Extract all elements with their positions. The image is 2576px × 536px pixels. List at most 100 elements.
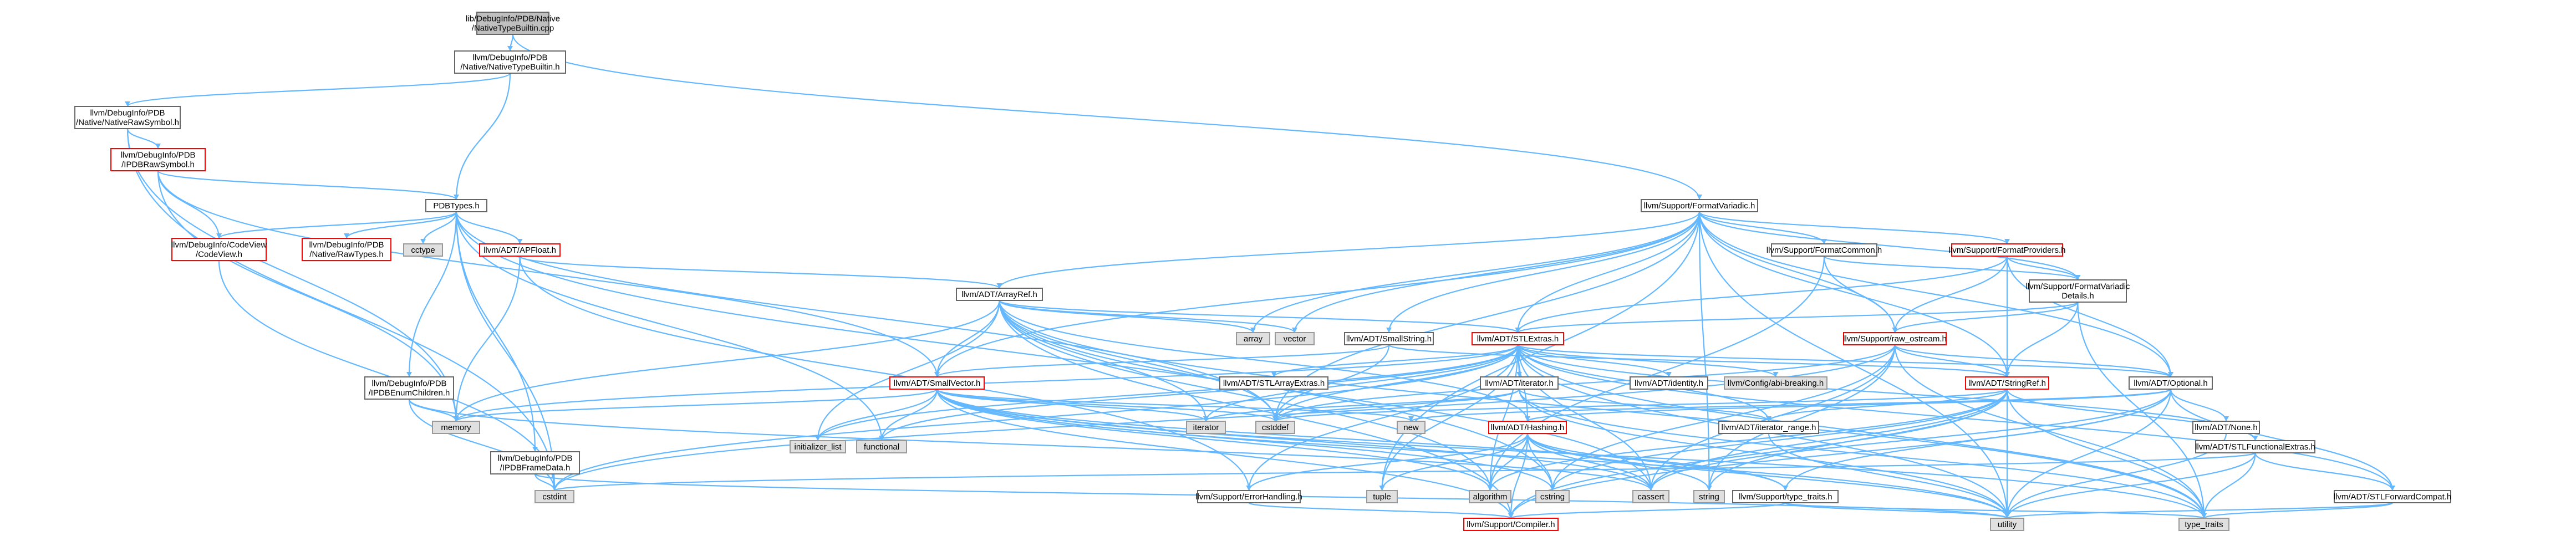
node-box — [1630, 376, 1708, 390]
node-cstring[interactable]: cstring — [1535, 490, 1570, 503]
node-box — [425, 199, 487, 212]
edge-arrayref_h-to-smallvector_h — [936, 300, 1000, 377]
node-formatvariadic-h[interactable]: llvm/Support/FormatVariadic.h — [1641, 199, 1758, 212]
node-root[interactable]: lib/DebugInfo/PDB/Native/NativeTypeBuilt… — [466, 12, 560, 35]
node-cstddef[interactable]: cstddef — [1255, 421, 1295, 434]
edge-smallstring_h-to-smallvector_h — [936, 344, 1390, 378]
node-label: cassert — [1637, 492, 1664, 502]
edge-formatcommon_h-to-raw_ostream_h — [1823, 256, 1896, 333]
edge-formatvariadic_h-to-raw_ostream_h — [1698, 211, 1896, 333]
edge-stlextras_h-to-configabi_h — [1517, 344, 1776, 377]
node-label: llvm/ADT/StringRef.h — [1968, 379, 2046, 388]
node-iterator[interactable]: iterator — [1186, 421, 1226, 434]
node-configabi-h[interactable]: llvm/Config/abi-breaking.h — [1724, 376, 1827, 390]
node-iterator-range-h[interactable]: llvm/ADT/iterator_range.h — [1718, 421, 1819, 434]
node-stringref-h[interactable]: llvm/ADT/StringRef.h — [1965, 376, 2049, 390]
node-apfloat-h[interactable]: llvm/ADT/APFloat.h — [479, 243, 561, 257]
node-box — [364, 376, 454, 400]
node-initializer-list[interactable]: initializer_list — [790, 440, 846, 453]
node-label: tuple — [1373, 492, 1391, 502]
node-errorhandling-h[interactable]: llvm/Support/ErrorHandling.h — [1195, 490, 1302, 503]
node-box — [2129, 376, 2213, 390]
node-tuple[interactable]: tuple — [1366, 490, 1398, 503]
node-none-h[interactable]: llvm/ADT/None.h — [2192, 421, 2260, 434]
edge-formatvariadic_h-to-optional_h — [1698, 211, 2172, 377]
edge-optional_h-to-utility — [2006, 389, 2172, 519]
edge-stlextras_h-to-functional — [880, 344, 1519, 441]
node-memory[interactable]: memory — [432, 421, 480, 434]
node-ipdbframedata-h[interactable]: llvm/DebugInfo/PDB/IPDBFrameData.h — [490, 451, 580, 474]
edge-arrowhead — [1203, 416, 1209, 421]
node-ipdbrawsymbol-h[interactable]: llvm/DebugInfo/PDB/IPDBRawSymbol.h — [110, 148, 206, 171]
node-utility[interactable]: utility — [1990, 518, 2024, 531]
node-label: algorithm — [1473, 492, 1508, 502]
edge-adt_iterator_h-to-cstddef — [1274, 389, 1520, 422]
edge-stlextras_h-to-optional_h — [1517, 344, 2172, 378]
node-compiler-h[interactable]: llvm/Support/Compiler.h — [1463, 518, 1559, 531]
node-cassert[interactable]: cassert — [1632, 490, 1669, 503]
node-cstdint[interactable]: cstdint — [534, 490, 574, 503]
node-box — [1236, 332, 1270, 345]
node-hashing-h[interactable]: llvm/ADT/Hashing.h — [1488, 421, 1567, 434]
node-adt-iterator-h[interactable]: llvm/ADT/iterator.h — [1480, 376, 1559, 390]
edge-stringref_h-to-cstddef — [1274, 388, 2008, 422]
edge-smallvector_h-to-new — [936, 388, 1412, 422]
node-string[interactable]: string — [1693, 490, 1725, 503]
node-cctype[interactable]: cctype — [403, 243, 443, 257]
node-stlextras-h[interactable]: llvm/ADT/STLExtras.h — [1472, 332, 1564, 345]
node-label: /Native/NativeTypeBuiltin.h — [460, 63, 559, 72]
node-label: llvm/ADT/None.h — [2195, 423, 2257, 432]
edge-arrowhead — [216, 233, 222, 238]
node-box — [1255, 421, 1295, 434]
edge-stlfunctionalextras_h-to-utility — [2006, 452, 2256, 519]
node-stlforwardcompat-h[interactable]: llvm/ADT/STLForwardCompat.h — [2334, 490, 2452, 503]
edge-arrayref_h-to-iterator — [999, 300, 1207, 422]
node-type-traits[interactable]: type_traits — [2178, 518, 2229, 531]
node-identity-h[interactable]: llvm/ADT/identity.h — [1630, 376, 1708, 390]
node-label: llvm/ADT/Optional.h — [2134, 379, 2207, 388]
node-stlfunctionalextras-h[interactable]: llvm/ADT/STLFunctionalExtras.h — [2195, 440, 2315, 453]
edge-arrowhead — [2168, 372, 2173, 377]
node-arrayref-h[interactable]: llvm/ADT/ArrayRef.h — [956, 288, 1043, 301]
node-array[interactable]: array — [1236, 332, 1270, 345]
node-stlarrayextras-h[interactable]: llvm/ADT/STLArrayExtras.h — [1219, 376, 1328, 390]
node-box — [2192, 421, 2260, 434]
node-nativetypebuiltin-h[interactable]: llvm/DebugInfo/PDB/Native/NativeTypeBuil… — [454, 50, 566, 74]
edge-arrowhead — [1250, 328, 1256, 333]
node-box — [1463, 518, 1559, 531]
node-functional[interactable]: functional — [856, 440, 907, 453]
edge-hashing_h-to-errorhandling_h — [1248, 433, 1529, 491]
node-optional-h[interactable]: llvm/ADT/Optional.h — [2129, 376, 2213, 390]
edge-arrayref_h-to-initializer_list — [817, 300, 1000, 441]
node-label: /IPDBRawSymbol.h — [121, 160, 195, 170]
node-pdbtypes-h[interactable]: PDBTypes.h — [425, 199, 487, 212]
node-formatcommon-h[interactable]: llvm/Support/FormatCommon.h — [1766, 243, 1882, 257]
node-vector[interactable]: vector — [1275, 332, 1315, 345]
node-raw-ostream-h[interactable]: llvm/Support/raw_ostream.h — [1843, 332, 1947, 345]
node-label: cctype — [411, 246, 435, 255]
node-new[interactable]: new — [1397, 421, 1426, 434]
node-label: llvm/Support/FormatProviders.h — [1949, 246, 2066, 255]
node-label: utility — [1998, 520, 2017, 529]
node-box — [2178, 518, 2229, 531]
node-label: llvm/ADT/SmallVector.h — [894, 379, 981, 388]
node-nativerawsymbol-h[interactable]: llvm/DebugInfo/PDB/Native/NativeRawSymbo… — [74, 106, 181, 129]
node-algorithm[interactable]: algorithm — [1469, 490, 1511, 503]
edge-nativerawsymbol_h-to-cstdint — [126, 128, 556, 491]
edge-raw_ostream_h-to-type_traits — [1894, 344, 2205, 519]
edge-type_traits_h-to-type_traits — [1784, 502, 2205, 519]
node-ipdbenumchildren-h[interactable]: llvm/DebugInfo/PDB/IPDBEnumChildren.h — [364, 376, 454, 400]
node-codeview-h[interactable]: llvm/DebugInfo/CodeView/CodeView.h — [171, 238, 267, 261]
node-smallvector-h[interactable]: llvm/ADT/SmallVector.h — [889, 376, 985, 390]
node-nativerawtypes-h[interactable]: llvm/DebugInfo/PDB/Native/RawTypes.h — [302, 238, 391, 261]
edge-formatvariadic_h-to-stringref_h — [1698, 211, 2008, 377]
node-formatproviders-h[interactable]: llvm/Support/FormatProviders.h — [1949, 243, 2066, 257]
edge-formatvariadic_h-to-formatcommon_h — [1698, 211, 1825, 244]
node-type-traits-h[interactable]: llvm/Support/type_traits.h — [1732, 490, 1839, 503]
node-label: llvm/ADT/identity.h — [1635, 379, 1703, 388]
edge-smallstring_h-to-cstddef — [1274, 344, 1390, 422]
edge-errorhandling_h-to-compiler_h — [1248, 502, 1512, 519]
node-smallstring-h[interactable]: llvm/ADT/SmallString.h — [1344, 332, 1434, 345]
